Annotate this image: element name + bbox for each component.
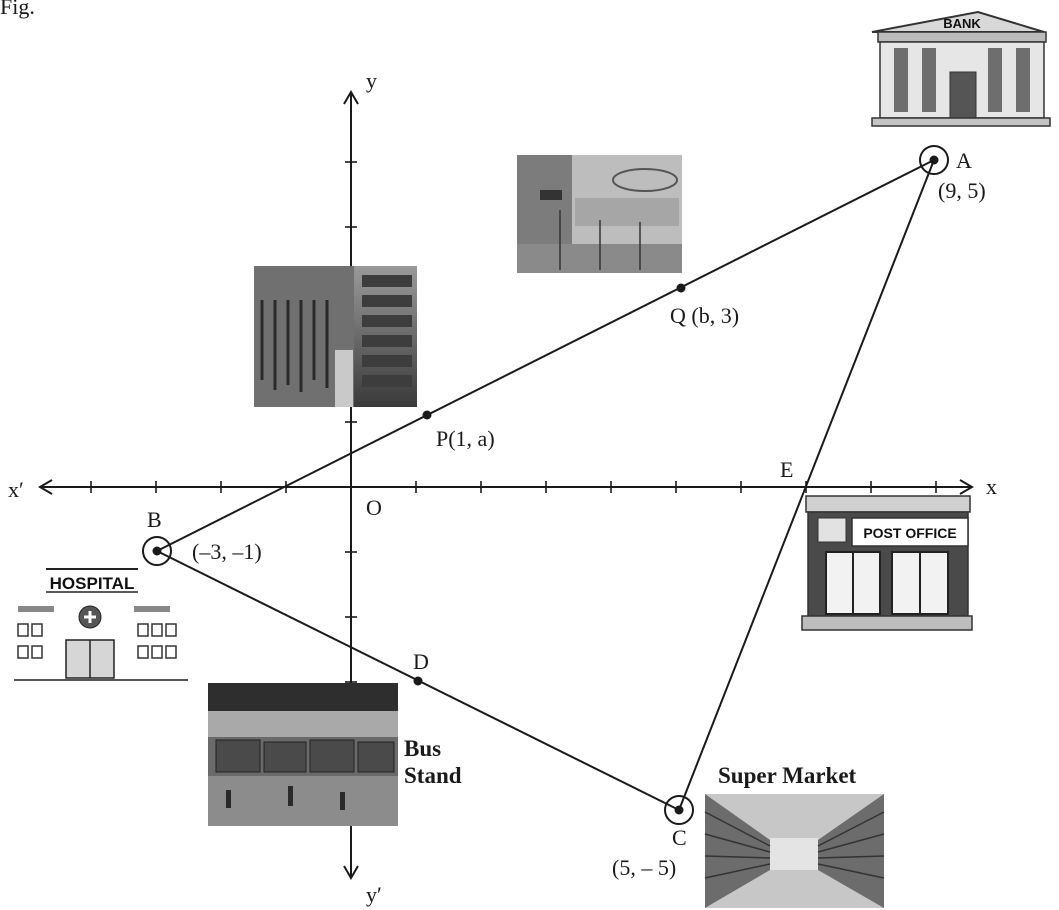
point-e-label: E bbox=[780, 457, 793, 482]
point-a-marker bbox=[919, 145, 949, 175]
point-b-label: B bbox=[147, 507, 162, 532]
segment-ca bbox=[678, 159, 935, 811]
figure-label: Fig. bbox=[0, 0, 35, 19]
origin-label: O bbox=[366, 495, 382, 520]
point-b-coord: (–3, –1) bbox=[192, 539, 262, 564]
point-p-marker bbox=[422, 410, 432, 420]
supermarket-photo bbox=[704, 794, 885, 908]
x-neg-axis-label: x′ bbox=[8, 477, 24, 502]
point-c-marker bbox=[664, 795, 694, 825]
y-neg-axis-label: y′ bbox=[366, 882, 382, 907]
point-d-marker bbox=[413, 676, 423, 686]
bank-sign: BANK bbox=[943, 16, 981, 31]
hospital-building-icon: HOSPITAL bbox=[14, 568, 188, 681]
bus-stand-label-line1: Bus bbox=[404, 736, 441, 761]
clothing-store-photo bbox=[254, 266, 417, 407]
point-c-label: C bbox=[672, 825, 687, 850]
x-axis-ticks bbox=[90, 481, 937, 493]
point-p-label: P(1, a) bbox=[436, 426, 495, 451]
hospital-sign: HOSPITAL bbox=[50, 574, 135, 593]
x-axis bbox=[38, 479, 974, 495]
y-axis-label: y bbox=[366, 68, 377, 93]
point-b-marker bbox=[142, 536, 172, 566]
point-a-coord: (9, 5) bbox=[938, 178, 986, 203]
mall-photo bbox=[517, 155, 682, 273]
point-q-label: Q (b, 3) bbox=[670, 303, 739, 328]
super-market-label: Super Market bbox=[718, 763, 857, 788]
post-office-sign: POST OFFICE bbox=[863, 525, 956, 541]
point-d-label: D bbox=[413, 649, 429, 674]
point-q-marker bbox=[676, 283, 686, 293]
point-c-coord: (5, – 5) bbox=[612, 855, 676, 880]
bus-stand-label-line2: Stand bbox=[404, 763, 462, 788]
x-axis-label: x bbox=[986, 474, 997, 499]
point-a-label: A bbox=[956, 148, 972, 173]
post-office-building-icon: POST OFFICE bbox=[801, 495, 973, 631]
bus-stand-photo bbox=[208, 683, 398, 826]
bank-building-icon: BANK bbox=[871, 10, 1051, 127]
segment-ab bbox=[156, 159, 935, 552]
